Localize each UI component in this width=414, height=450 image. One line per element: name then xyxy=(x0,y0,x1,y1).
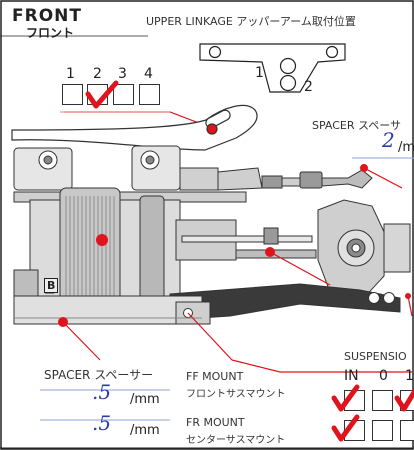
upper-arm xyxy=(11,105,258,151)
position-label-4: 4 xyxy=(144,66,153,82)
suspension-label: SUSPENSIO xyxy=(344,350,407,363)
position-box-1[interactable] xyxy=(62,84,83,105)
position-box-3[interactable] xyxy=(113,84,134,105)
fr-mount-sub: センターサスマウント xyxy=(186,435,286,446)
position-label-2: 2 xyxy=(93,66,102,82)
upper-linkage-label: UPPER LINKAGE アッパーアーム取付位置 xyxy=(146,15,356,28)
spacer-top-unit: /m xyxy=(398,140,414,155)
ff-mount-label: FF MOUNT xyxy=(186,370,244,383)
chassis-mark: B xyxy=(44,278,59,293)
steering-knuckle xyxy=(317,199,411,301)
spacer-left-value-2: .5 xyxy=(92,411,112,435)
annotation-leaders xyxy=(62,167,413,373)
suspension-col-1: 1 xyxy=(405,368,414,384)
ff-0-box[interactable] xyxy=(372,390,393,411)
value-rules xyxy=(40,157,414,421)
spacer-left-label: SPACER スペーサー xyxy=(44,368,154,382)
suspension-col-in: IN xyxy=(344,368,359,384)
brand-subtitle: フロント xyxy=(26,26,75,40)
spacer-top-label: SPACER スペーサ xyxy=(312,119,402,132)
fr-0-box[interactable] xyxy=(372,420,393,441)
bulkhead xyxy=(13,145,263,191)
position-label-3: 3 xyxy=(118,66,127,82)
chassis-plate xyxy=(13,295,211,327)
position-label-1: 1 xyxy=(66,66,75,82)
spacer-left-value-1: .5 xyxy=(92,380,112,404)
suspension-col-0: 0 xyxy=(379,368,388,384)
brand-title: FRONT xyxy=(12,6,82,26)
fr-1-box[interactable] xyxy=(400,420,414,441)
position-check-icon xyxy=(85,80,119,109)
linkage-hole-label-1: 1 xyxy=(255,65,264,81)
position-box-4[interactable] xyxy=(139,84,160,105)
upper-linkage-part xyxy=(199,43,346,93)
turnbuckle xyxy=(261,164,373,189)
spacer-left-unit-2: /mm xyxy=(130,423,160,438)
ff-in-check-icon xyxy=(331,384,360,412)
linkage-hole-label-2: 2 xyxy=(304,79,313,95)
drive-shaft xyxy=(181,227,317,259)
ff-1-check-icon xyxy=(394,387,414,412)
spacer-top-value: 2 xyxy=(382,128,395,152)
spacer-left-unit-1: /mm xyxy=(130,392,160,407)
ff-mount-sub: フロントサスマウント xyxy=(186,389,286,400)
fr-mount-label: FR MOUNT xyxy=(186,416,245,429)
fr-in-check-icon xyxy=(331,414,360,442)
